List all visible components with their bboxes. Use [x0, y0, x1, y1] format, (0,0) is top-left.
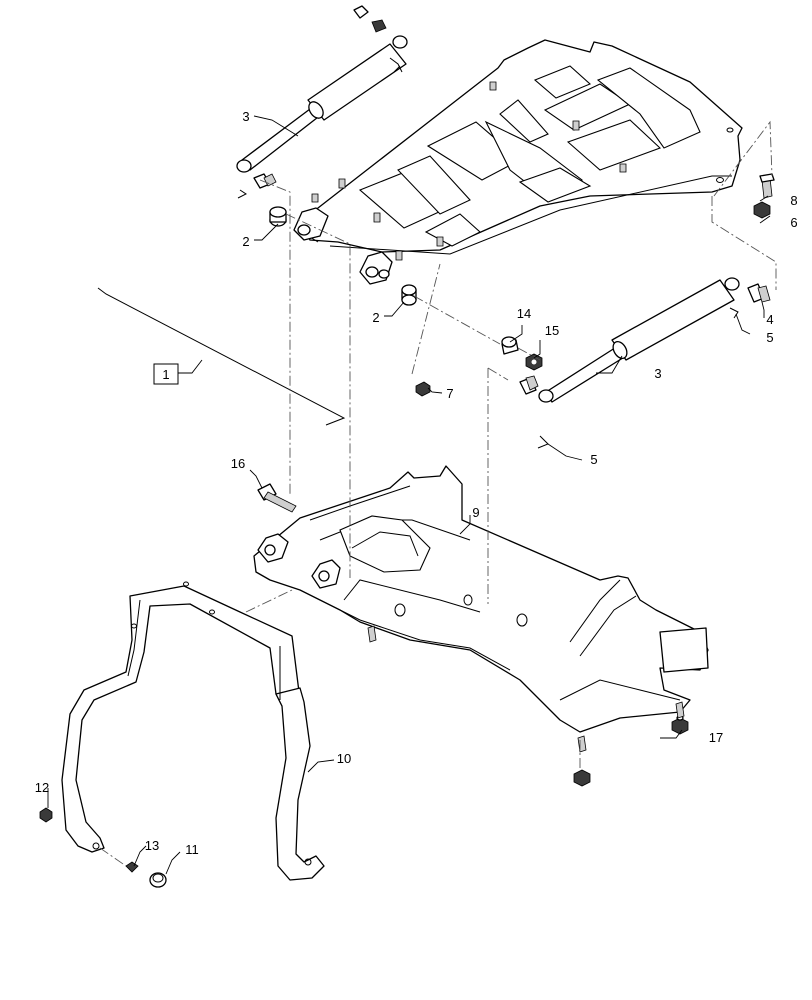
callout-5-upper: 5: [766, 330, 773, 345]
plate-cutout: [533, 65, 592, 99]
cap-11: [149, 872, 167, 888]
callout-8: 8: [790, 193, 797, 208]
hinge-ear-left: [293, 207, 329, 241]
mounting-bracket: [253, 465, 709, 753]
plate-cutout: [596, 67, 701, 149]
callout-1: 1: [162, 367, 169, 382]
bushing-upper: [269, 206, 287, 227]
bolt-8: [759, 173, 775, 199]
callout-13: 13: [145, 838, 159, 853]
bushing-14: [501, 336, 519, 355]
bushing-lower: [401, 284, 417, 306]
assembly-bracket-line: [97, 287, 346, 426]
top-frame-plate: [293, 39, 743, 285]
callout-11: 11: [185, 842, 199, 857]
callout-3-lower: 3: [654, 366, 661, 381]
nut-7: [415, 381, 431, 397]
hinge-ear-right: [359, 251, 393, 285]
strap-frame: [61, 581, 325, 881]
callout-16: 16: [231, 456, 245, 471]
callout-7: 7: [446, 386, 453, 401]
callout-14: 14: [517, 306, 531, 321]
nut-6: [753, 201, 771, 219]
callout-12: 12: [35, 780, 49, 795]
plate-cutout: [518, 167, 592, 203]
plate-studs: [311, 81, 627, 261]
callout-5-lower: 5: [590, 452, 597, 467]
nut-15: [525, 353, 543, 371]
screw-13: [125, 861, 139, 873]
gas-strut-lower: [519, 277, 771, 449]
callout-6: 6: [790, 215, 797, 230]
callout-9: 9: [472, 505, 479, 520]
leader-lines: [47, 115, 771, 875]
plate-cutout: [499, 99, 549, 143]
alignment-lines: [99, 120, 777, 867]
nut-17: [671, 715, 689, 735]
callout-17: 17: [709, 730, 723, 745]
plate-cutout: [397, 155, 471, 215]
callout-15: 15: [545, 323, 559, 338]
callout-2-lower: 2: [372, 310, 379, 325]
plate-cutout: [566, 119, 662, 171]
callout-2-upper: 2: [242, 234, 249, 249]
callout-3-upper: 3: [242, 109, 249, 124]
bolt-16: [257, 483, 297, 513]
callout-4: 4: [766, 312, 773, 327]
gas-strut-upper: [236, 5, 408, 199]
nut-12: [39, 807, 53, 823]
nut-bottom: [573, 769, 591, 787]
callout-box-1: [153, 363, 179, 385]
callout-10: 10: [337, 751, 351, 766]
